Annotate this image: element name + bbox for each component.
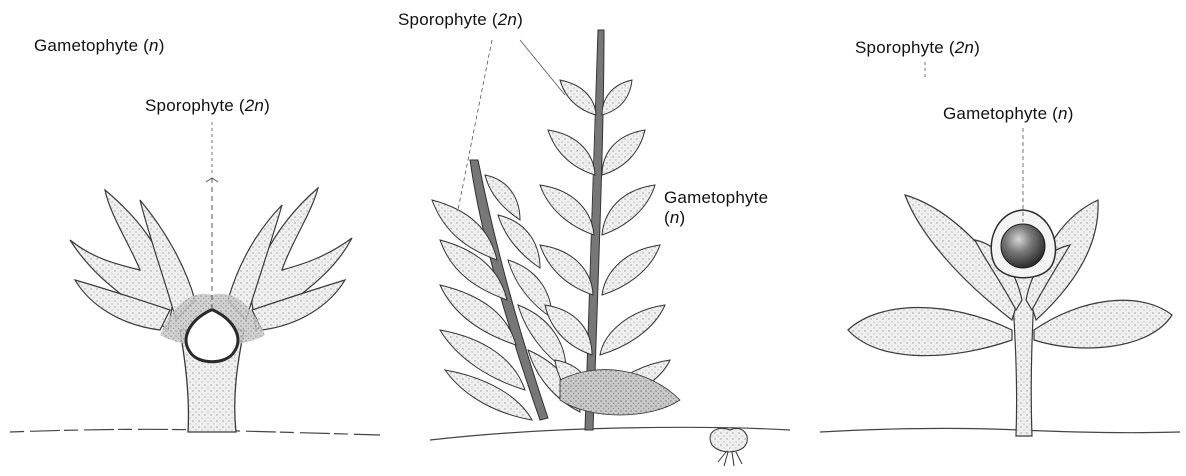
left-gametophyte-text: Gametophyte ( — [34, 36, 149, 55]
left-sporophyte-var: 2n — [245, 96, 264, 115]
right-ground-line — [820, 428, 1180, 432]
right-gametophyte-close: ) — [1068, 104, 1074, 123]
mid-gametophyte-line2: (n) — [664, 208, 768, 228]
fern-illustration — [430, 30, 790, 466]
mid-gametophyte-label: Gametophyte(n) — [664, 188, 768, 228]
mid-gametophyte-line1: Gametophyte — [664, 188, 768, 208]
left-sporophyte-text: Sporophyte ( — [145, 96, 245, 115]
mid-sporophyte-close: ) — [517, 10, 523, 29]
right-sporophyte-text: Sporophyte ( — [855, 38, 955, 57]
left-gametophyte-close: ) — [159, 36, 165, 55]
right-sporophyte-close: ) — [974, 38, 980, 57]
fern-gametophyte — [710, 428, 747, 466]
left-sporophyte-label: Sporophyte (2n) — [145, 96, 270, 116]
mid-gametophyte-var: n — [670, 208, 680, 227]
fern-dark-foliage — [560, 370, 680, 415]
mid-sporophyte-var: 2n — [498, 10, 517, 29]
right-sporophyte-var: 2n — [955, 38, 974, 57]
left-gametophyte-var: n — [149, 36, 159, 55]
right-gametophyte-text: Gametophyte ( — [943, 104, 1058, 123]
right-gametophyte-var: n — [1058, 104, 1068, 123]
mid-sporophyte-leader-right — [520, 40, 565, 95]
right-gametophyte-label: Gametophyte (n) — [943, 104, 1074, 124]
left-gametophyte-label: Gametophyte (n) — [34, 36, 165, 56]
moss-illustration — [10, 122, 380, 435]
mid-sporophyte-label: Sporophyte (2n) — [398, 10, 523, 30]
ovule-gametophyte — [1001, 224, 1045, 268]
left-sporophyte-close: ) — [264, 96, 270, 115]
mid-sporophyte-text: Sporophyte ( — [398, 10, 498, 29]
mid-gametophyte-close: ) — [680, 208, 686, 227]
right-sporophyte-label: Sporophyte (2n) — [855, 38, 980, 58]
